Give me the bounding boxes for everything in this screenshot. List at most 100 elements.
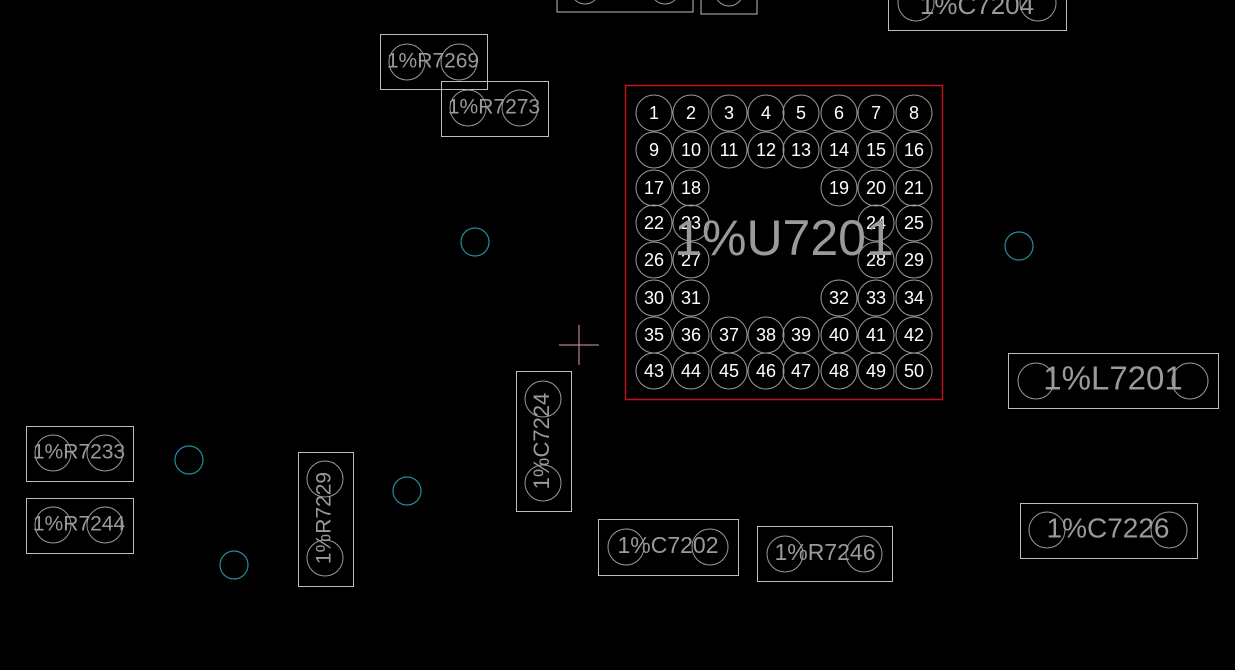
ic-pin[interactable]: 32 <box>820 279 858 317</box>
ic-pin[interactable]: 22 <box>635 204 673 242</box>
ic-pin[interactable]: 19 <box>820 169 858 207</box>
component-pad[interactable] <box>34 434 72 472</box>
component-c7202[interactable]: 1%C7202 <box>598 519 739 576</box>
component-r7273[interactable]: 1%R7273 <box>441 81 549 137</box>
ic-pin-number: 42 <box>904 325 924 345</box>
component-outline <box>598 519 739 576</box>
component-c7226[interactable]: 1%C7226 <box>1020 503 1198 559</box>
component-c7204[interactable]: 1%C7204 <box>888 0 1067 31</box>
ic-pin[interactable]: 12 <box>747 131 785 169</box>
ic-pin[interactable]: 33 <box>857 279 895 317</box>
ic-pin[interactable]: 29 <box>895 241 933 279</box>
component-pad[interactable] <box>1019 0 1057 22</box>
component-r7233[interactable]: 1%R7233 <box>26 426 134 482</box>
ic-pin[interactable]: 15 <box>857 131 895 169</box>
ic-pin[interactable]: 26 <box>635 241 673 279</box>
ic-pin[interactable]: 2 <box>672 94 710 132</box>
ic-pin[interactable]: 35 <box>635 316 673 354</box>
via[interactable] <box>460 227 490 257</box>
ic-pin[interactable]: 20 <box>857 169 895 207</box>
ic-pin[interactable]: 4 <box>747 94 785 132</box>
ic-pin[interactable]: 39 <box>782 316 820 354</box>
ic-pin[interactable]: 24 <box>857 204 895 242</box>
via[interactable] <box>392 476 422 506</box>
component-pad[interactable] <box>501 89 539 127</box>
ic-pin[interactable]: 10 <box>672 131 710 169</box>
ic-pin[interactable]: 14 <box>820 131 858 169</box>
ic-pin-number: 34 <box>904 288 924 308</box>
ic-pin[interactable]: 44 <box>672 352 710 390</box>
ic-pin[interactable]: 41 <box>857 316 895 354</box>
ic-pin[interactable]: 42 <box>895 316 933 354</box>
component-pad[interactable] <box>86 434 124 472</box>
component-pad[interactable] <box>388 43 426 81</box>
ic-pin[interactable]: 9 <box>635 131 673 169</box>
component-pad[interactable] <box>306 539 344 577</box>
ic-pin[interactable]: 23 <box>672 204 710 242</box>
component-pad[interactable] <box>766 535 804 573</box>
component-pad[interactable] <box>691 528 729 566</box>
ic-pin[interactable]: 38 <box>747 316 785 354</box>
component-pad[interactable] <box>440 43 478 81</box>
ic-pin[interactable]: 37 <box>710 316 748 354</box>
component-pad[interactable] <box>1150 511 1188 549</box>
component-pad[interactable] <box>34 506 72 544</box>
partial-footprint-top-small[interactable] <box>700 0 758 15</box>
component-pad[interactable] <box>897 0 935 22</box>
ic-pin[interactable]: 36 <box>672 316 710 354</box>
component-pad[interactable] <box>1028 511 1066 549</box>
ic-pin[interactable]: 13 <box>782 131 820 169</box>
ic-pin[interactable]: 7 <box>857 94 895 132</box>
ic-pin[interactable]: 8 <box>895 94 933 132</box>
ic-pin[interactable]: 1 <box>635 94 673 132</box>
via[interactable] <box>1004 231 1034 261</box>
via[interactable] <box>219 550 249 580</box>
component-r7269[interactable]: 1%R7269 <box>380 34 488 90</box>
ic-pin[interactable]: 21 <box>895 169 933 207</box>
ic-pin[interactable]: 28 <box>857 241 895 279</box>
ic-pin-number: 49 <box>866 361 886 381</box>
ic-pin[interactable]: 40 <box>820 316 858 354</box>
ic-pin[interactable]: 48 <box>820 352 858 390</box>
ic-pin-number: 44 <box>681 361 701 381</box>
ic-pin[interactable]: 16 <box>895 131 933 169</box>
ic-pin[interactable]: 43 <box>635 352 673 390</box>
component-r7244[interactable]: 1%R7244 <box>26 498 134 554</box>
component-pad[interactable] <box>449 89 487 127</box>
component-pad[interactable] <box>607 528 645 566</box>
component-r7246[interactable]: 1%R7246 <box>757 526 893 582</box>
ic-pin[interactable]: 49 <box>857 352 895 390</box>
ic-pin[interactable]: 27 <box>672 241 710 279</box>
partial-footprint-top-left[interactable] <box>556 0 694 13</box>
component-pad[interactable] <box>306 460 344 498</box>
component-pad[interactable] <box>86 506 124 544</box>
ic-pin[interactable]: 11 <box>710 131 748 169</box>
component-pad[interactable] <box>845 535 883 573</box>
component-pad[interactable] <box>524 380 562 418</box>
component-pad[interactable] <box>524 464 562 502</box>
component-c7224[interactable]: 1%C7224 <box>516 371 572 512</box>
ic-pin[interactable]: 6 <box>820 94 858 132</box>
via[interactable] <box>174 445 204 475</box>
component-pad[interactable] <box>1017 362 1055 400</box>
ic-pin[interactable]: 18 <box>672 169 710 207</box>
ic-pin[interactable]: 45 <box>710 352 748 390</box>
ic-pin[interactable]: 31 <box>672 279 710 317</box>
ic-pin[interactable]: 3 <box>710 94 748 132</box>
ic-pin[interactable]: 5 <box>782 94 820 132</box>
ic-pin[interactable]: 34 <box>895 279 933 317</box>
ic-pin[interactable]: 17 <box>635 169 673 207</box>
component-l7201[interactable]: 1%L7201 <box>1008 353 1219 409</box>
ic-pin[interactable]: 46 <box>747 352 785 390</box>
ic-pin[interactable]: 47 <box>782 352 820 390</box>
ic-pin[interactable]: 50 <box>895 352 933 390</box>
ic-pin[interactable]: 25 <box>895 204 933 242</box>
ic-pin[interactable]: 30 <box>635 279 673 317</box>
component-r7229[interactable]: 1%R7229 <box>298 452 354 587</box>
ic-pin-number: 3 <box>724 103 734 123</box>
component-pad[interactable] <box>1171 362 1209 400</box>
